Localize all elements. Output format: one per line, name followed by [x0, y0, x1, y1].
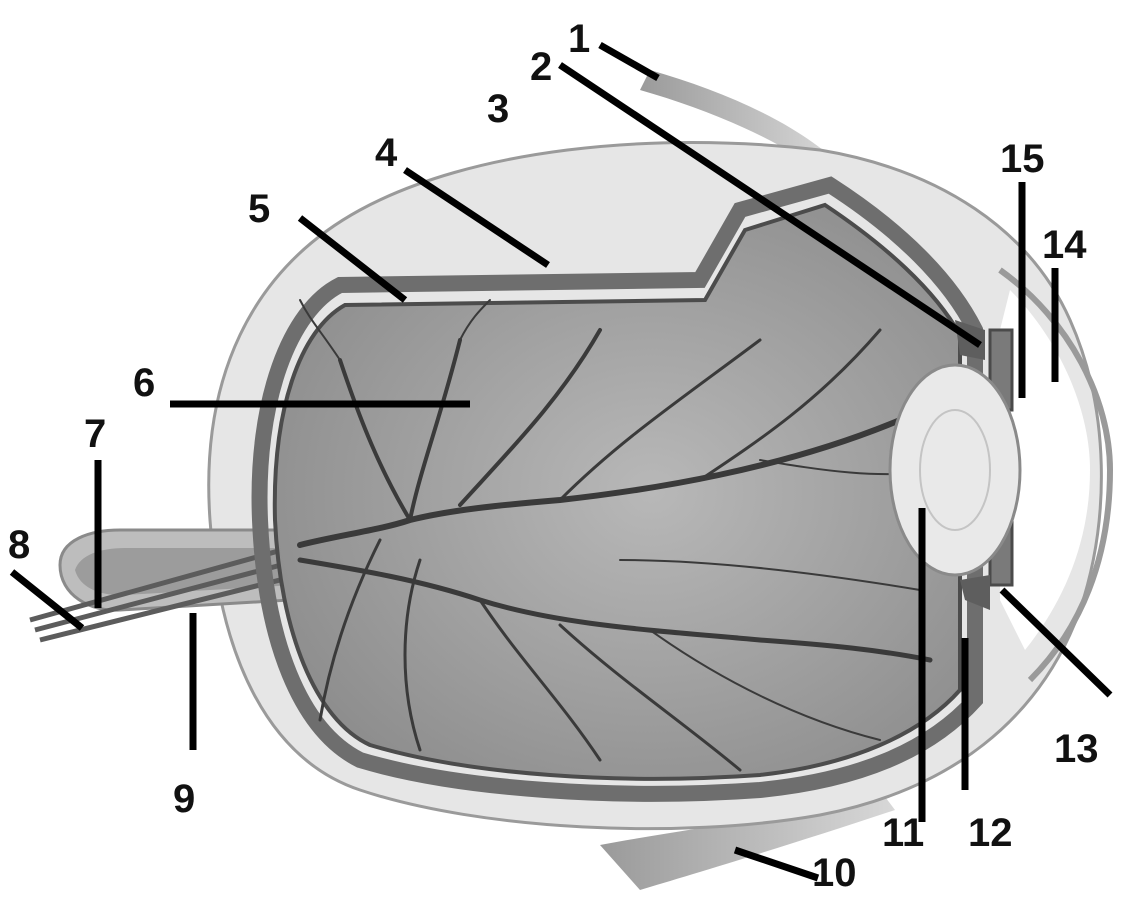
- label-6: 6: [133, 361, 155, 405]
- label-4: 4: [375, 131, 398, 175]
- label-1: 1: [568, 17, 590, 61]
- label-13: 13: [1054, 727, 1099, 771]
- label-5: 5: [248, 187, 270, 231]
- label-11: 11: [882, 811, 924, 855]
- leader-10: [735, 850, 818, 878]
- leader-1: [600, 45, 658, 78]
- label-12: 12: [968, 811, 1013, 855]
- label-14: 14: [1042, 223, 1087, 267]
- label-9: 9: [173, 777, 195, 821]
- label-2: 2: [530, 45, 552, 89]
- label-8: 8: [8, 523, 30, 567]
- label-10: 10: [812, 851, 857, 895]
- label-15: 15: [1000, 137, 1045, 181]
- label-3: 3: [487, 87, 509, 131]
- lens: [890, 365, 1020, 575]
- label-7: 7: [84, 412, 106, 456]
